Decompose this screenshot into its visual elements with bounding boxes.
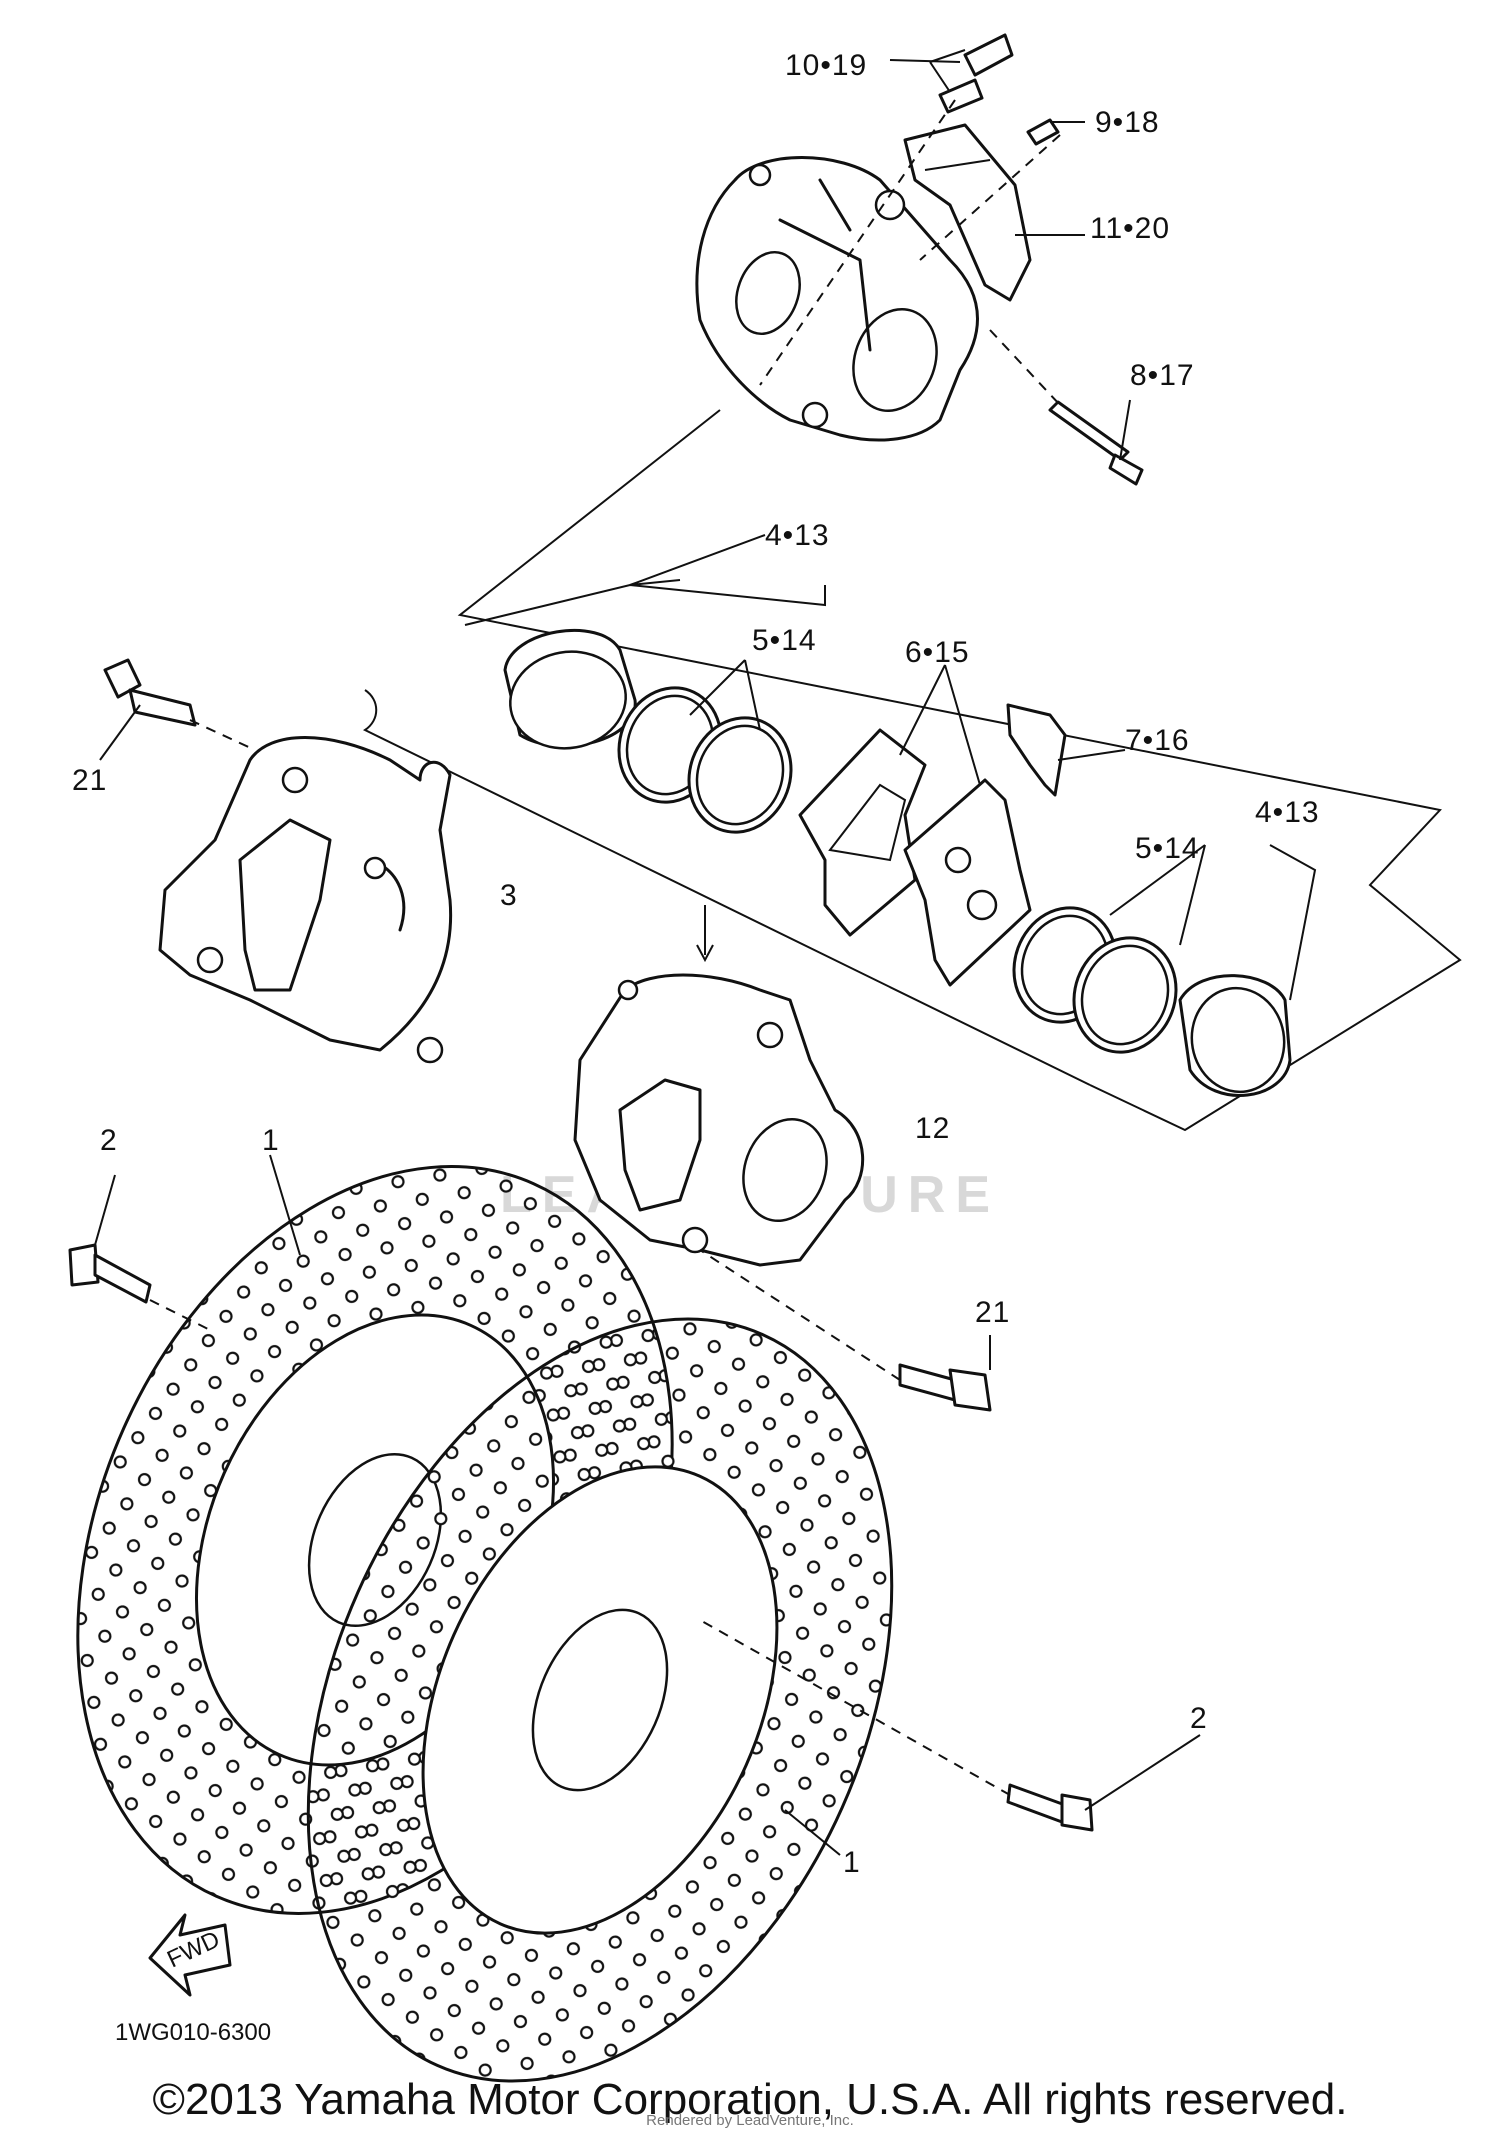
label-9-18: 9•18 bbox=[1095, 106, 1160, 139]
label-3: 3 bbox=[500, 879, 518, 912]
clip-part bbox=[1026, 118, 1060, 146]
pad-pin-part bbox=[1048, 400, 1144, 486]
label-7-16: 7•16 bbox=[1125, 724, 1190, 757]
label-5-14-right: 5•14 bbox=[1135, 832, 1200, 865]
label-21-left: 21 bbox=[72, 764, 107, 797]
piston-top bbox=[503, 628, 637, 750]
seal-right-2 bbox=[1072, 936, 1178, 1054]
brake-disc-right bbox=[306, 1317, 894, 2083]
brake-pad-2 bbox=[903, 778, 1032, 987]
bolt-2-right bbox=[1006, 1783, 1094, 1832]
middle-caliper bbox=[573, 973, 865, 1267]
label-2-left: 2 bbox=[100, 1124, 118, 1157]
label-12: 12 bbox=[915, 1112, 950, 1145]
bolt-21-left bbox=[103, 658, 197, 727]
piston-right bbox=[1178, 974, 1292, 1097]
label-11-20: 11•20 bbox=[1090, 212, 1170, 245]
label-5-14-top: 5•14 bbox=[752, 624, 817, 657]
label-1-right: 1 bbox=[843, 1846, 861, 1879]
kit-bracket-outline bbox=[457, 409, 1462, 1132]
pad-spring-part bbox=[1006, 703, 1067, 797]
pad-support-plate-part bbox=[903, 123, 1032, 302]
seal-top-2 bbox=[687, 716, 793, 834]
bolt-2-left bbox=[68, 1243, 152, 1304]
top-leader-lines bbox=[759, 49, 1131, 461]
kit-leader-lines bbox=[464, 534, 1317, 1001]
brake-pad-1 bbox=[798, 728, 927, 937]
kit-bracket-lower bbox=[362, 689, 1091, 1086]
label-10-19: 10•19 bbox=[785, 49, 867, 82]
fwd-arrow-icon: FWD bbox=[148, 1913, 232, 1997]
label-4-13-top: 4•13 bbox=[765, 519, 830, 552]
label-6-15: 6•15 bbox=[905, 636, 970, 669]
label-8-17: 8•17 bbox=[1130, 359, 1195, 392]
bolt-21-left-leader bbox=[99, 704, 141, 761]
top-caliper bbox=[695, 156, 979, 442]
label-1-left: 1 bbox=[262, 1124, 280, 1157]
bleed-screw-part bbox=[938, 33, 1014, 114]
diagram-code: 1WG010-6300 bbox=[115, 2019, 271, 2046]
copyright-notice: ©2013 Yamaha Motor Corporation, U.S.A. A… bbox=[152, 2075, 1348, 2124]
label-21-right: 21 bbox=[975, 1296, 1010, 1329]
label-4-13-right: 4•13 bbox=[1255, 796, 1320, 829]
bolt-21-right bbox=[898, 1363, 992, 1412]
left-caliper bbox=[158, 736, 453, 1064]
rendered-by-notice: Rendered by LeadVenture, Inc. bbox=[646, 2112, 854, 2129]
label-2-right: 2 bbox=[1190, 1702, 1208, 1735]
